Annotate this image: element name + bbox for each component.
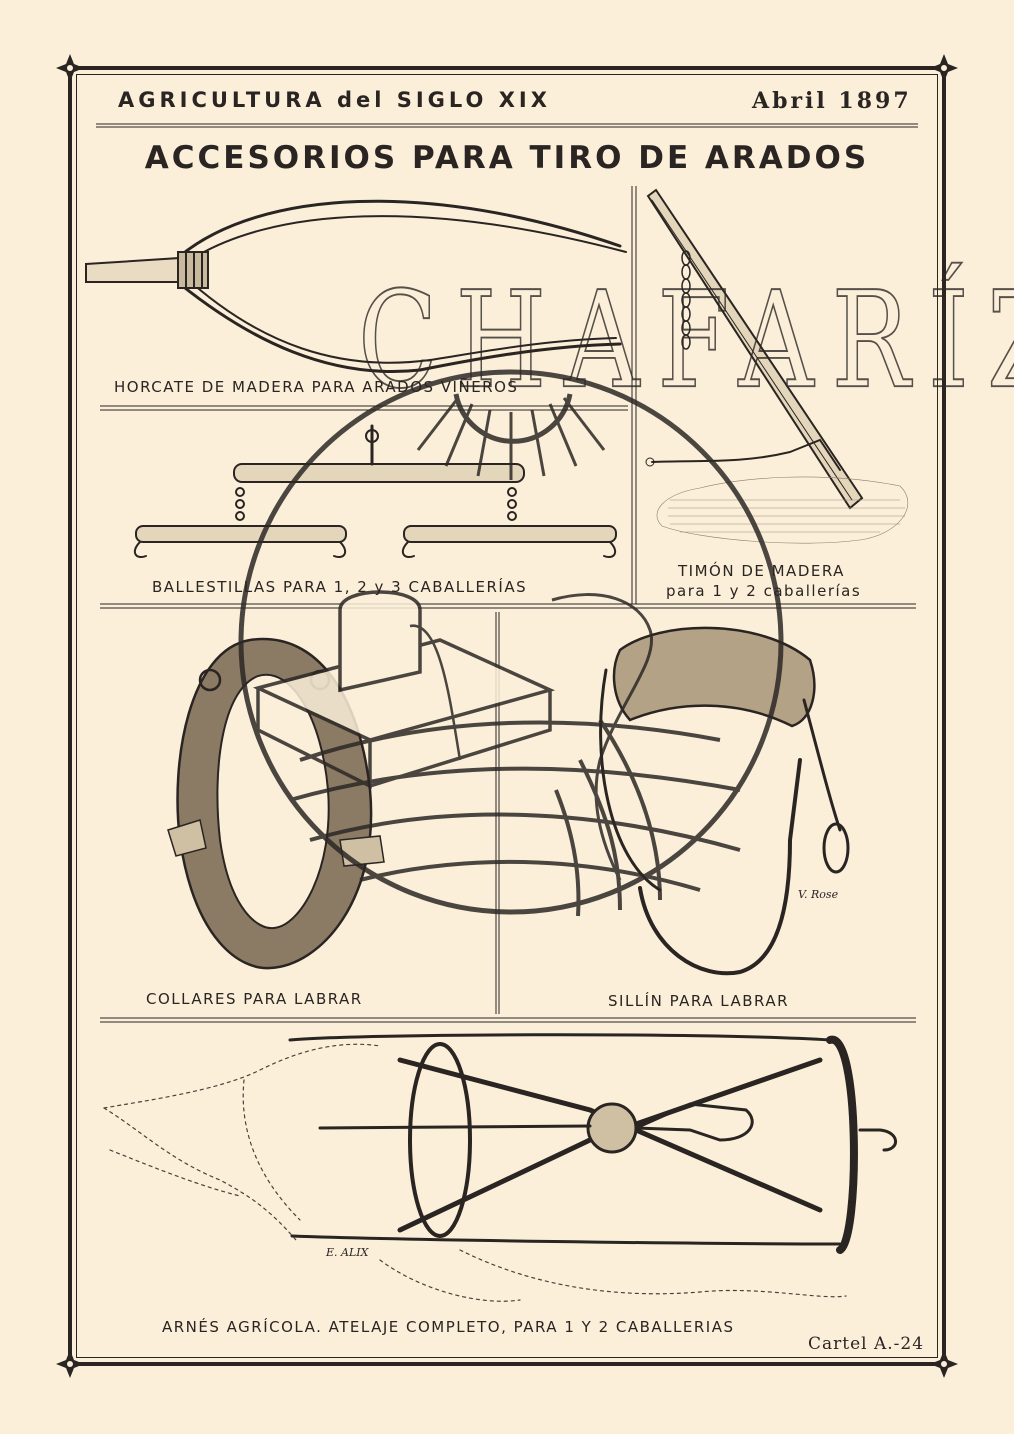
chafariz-seal: [238, 369, 784, 917]
corner-ornament-bottom-right: [930, 1350, 958, 1378]
page-border: [68, 66, 946, 1366]
arnes-illustration: [103, 1033, 897, 1302]
corner-ornament-top-right: [930, 54, 958, 82]
caption-timon: TIMÓN DE MADERA: [678, 562, 845, 580]
caption-sillin: SILLÍN PARA LABRAR: [608, 992, 790, 1010]
page-title: ACCESORIOS PARA TIRO DE ARADOS: [144, 140, 870, 176]
timon-illustration: [645, 188, 909, 544]
caption-horcate: HORCATE DE MADERA PARA ARADOS VIÑEROS: [114, 378, 519, 396]
collar-illustration: [167, 637, 385, 970]
horcate-illustration: [85, 199, 627, 374]
caption-ballestillas: BALLESTILLAS PARA 1, 2 y 3 CABALLERÍAS: [152, 578, 528, 596]
signature-collar-artist: V. Rose: [798, 888, 839, 901]
cartel-number: Cartel A.-24: [808, 1334, 925, 1354]
issue-date: Abril 1897: [752, 88, 912, 114]
corner-ornament-bottom-left: [56, 1350, 84, 1378]
caption-arnes: ARNÉS AGRÍCOLA. ATELAJE COMPLETO, PARA 1…: [162, 1318, 735, 1336]
signature-harness-artist: E. ALIX: [326, 1246, 369, 1259]
corner-ornament-top-left: [56, 54, 84, 82]
series-title: AGRICULTURA del SIGLO XIX: [118, 88, 551, 112]
chafariz-logo-text: CHAFARÍZ: [357, 261, 1014, 419]
ballestillas-illustration: [133, 424, 617, 558]
subcaption-timon: para 1 y 2 caballerías: [666, 582, 862, 600]
caption-collares: COLLARES PARA LABRAR: [146, 990, 363, 1008]
page-border-inner: [76, 74, 938, 1358]
